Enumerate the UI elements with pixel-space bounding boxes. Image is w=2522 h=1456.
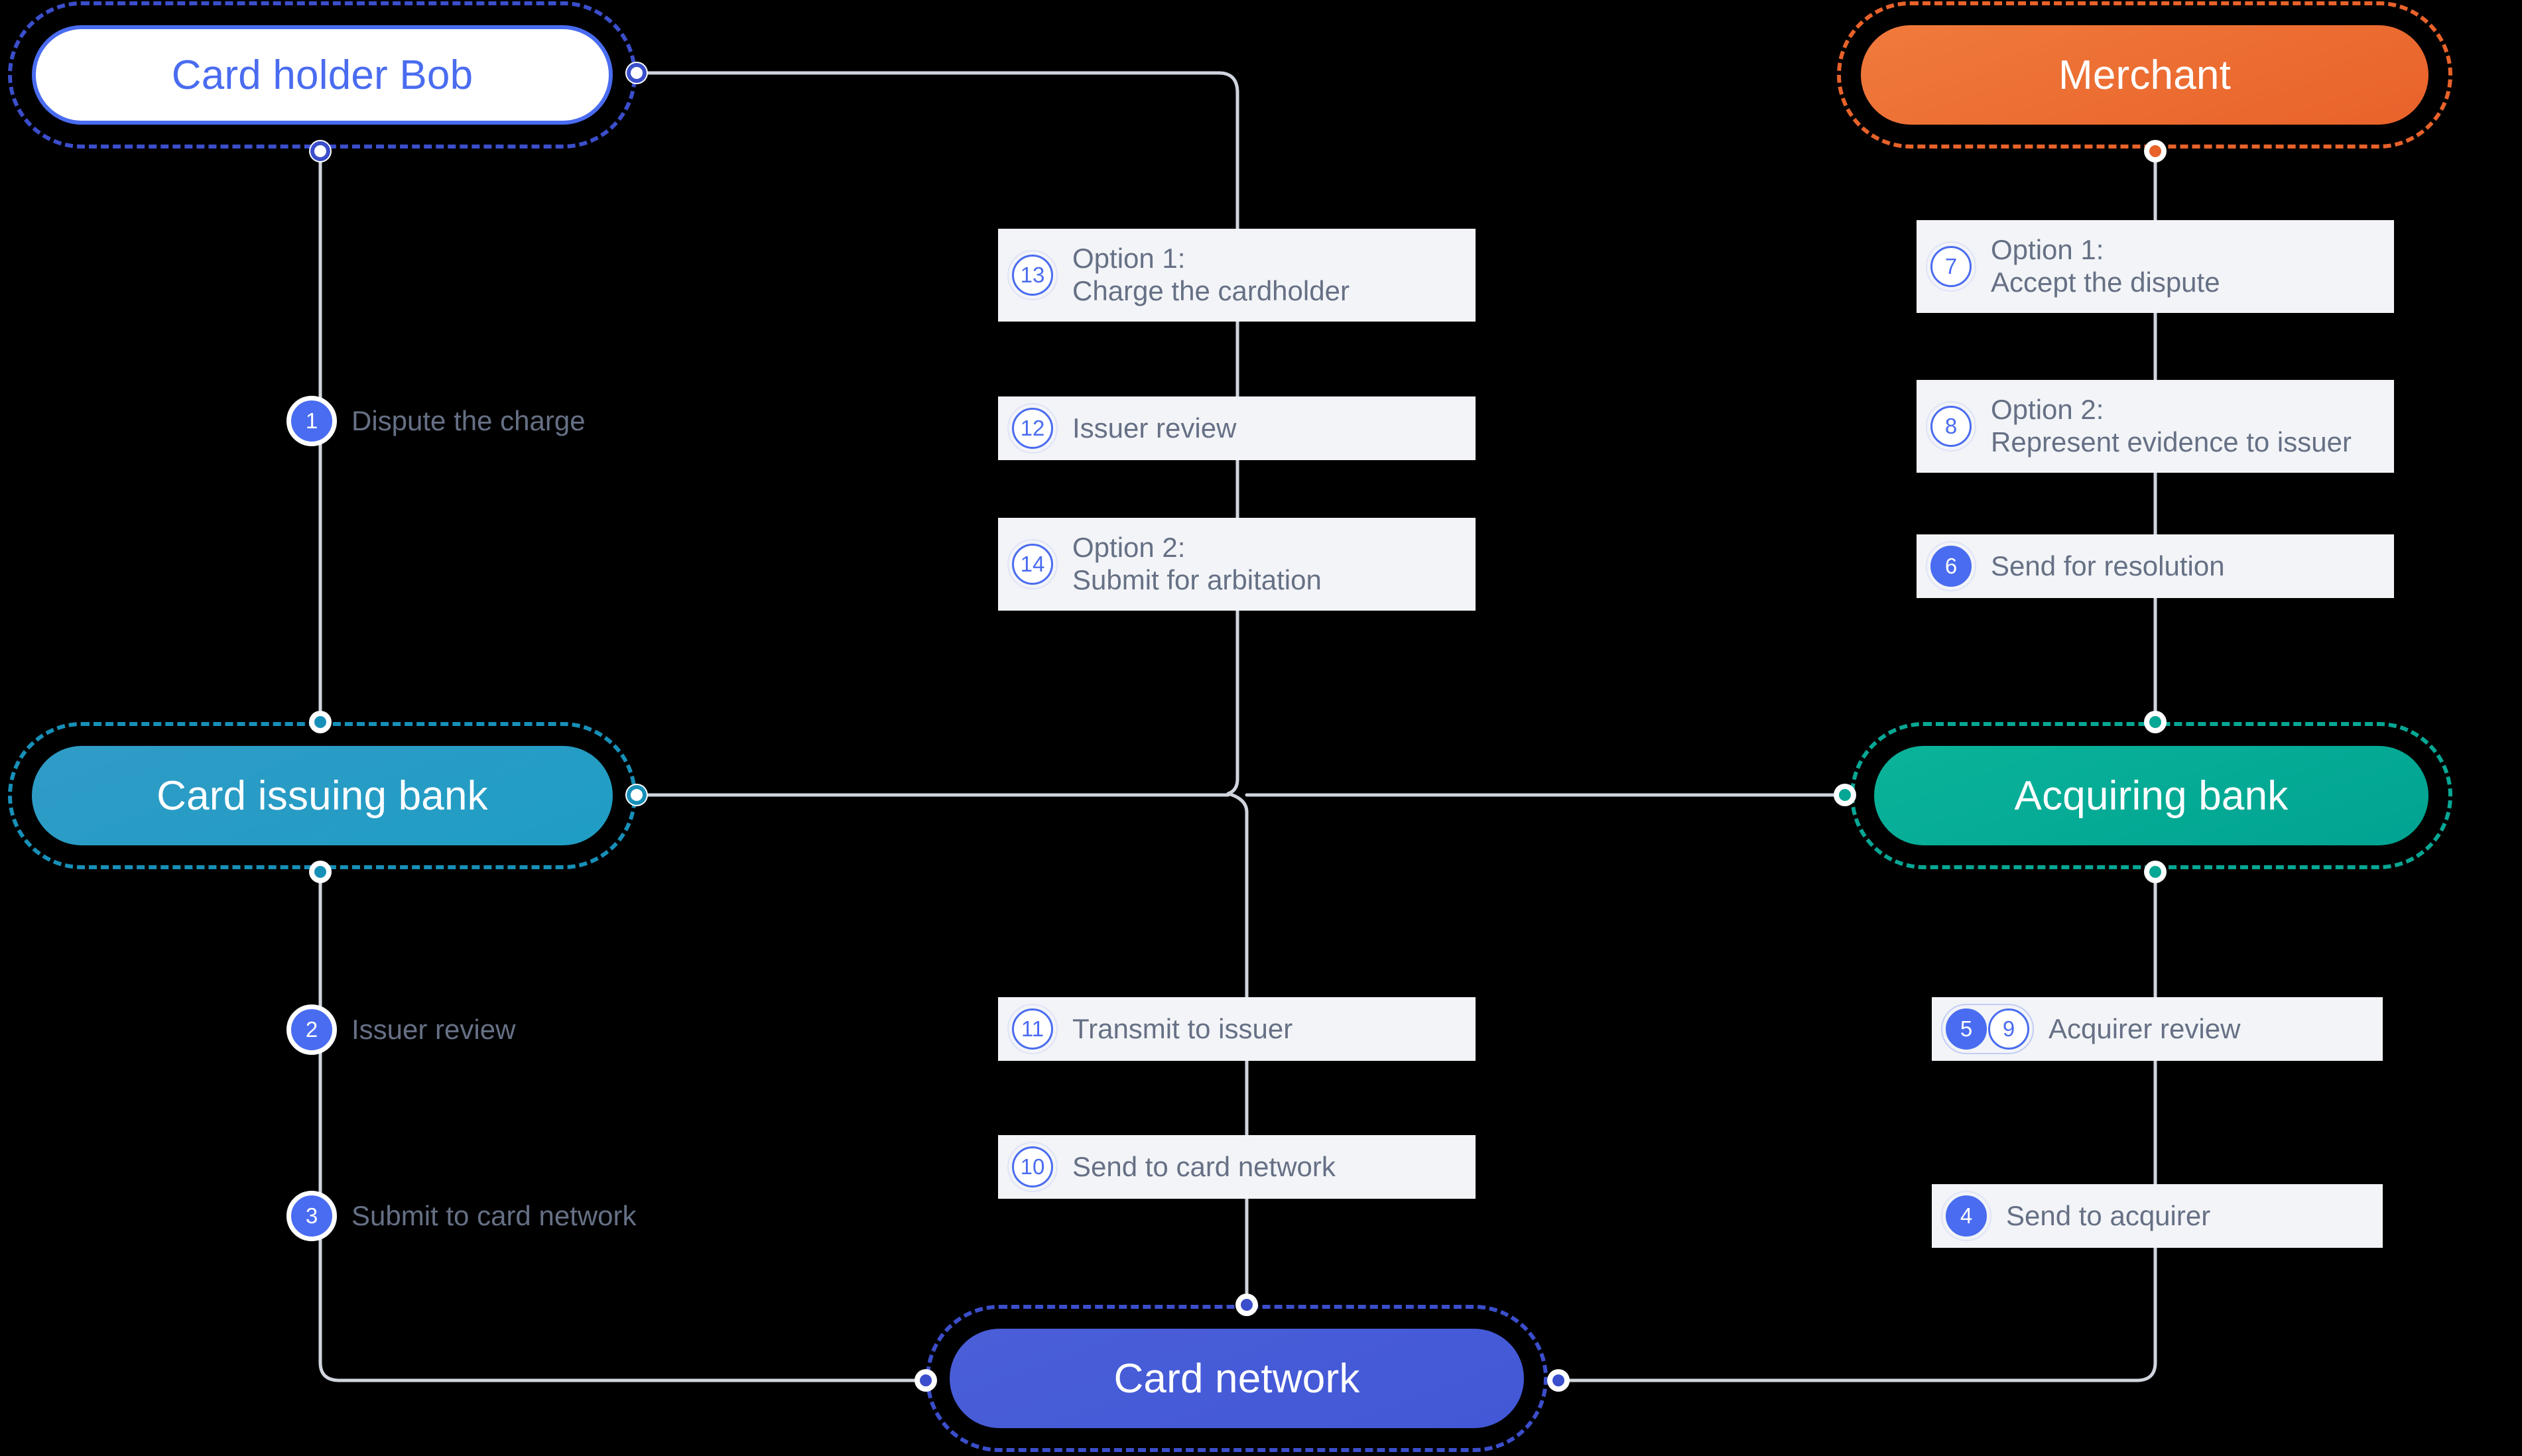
step-11-text: Transmit to issuer: [1072, 1013, 1306, 1046]
handle-acquiring-bank-left[interactable]: [1834, 784, 1856, 806]
badge-group-3: 3: [286, 1191, 337, 1241]
badge-4: 4: [1946, 1195, 1987, 1237]
handle-acquiring-bank-top[interactable]: [2144, 711, 2167, 733]
step-5-9-text: Acquirer review: [2049, 1013, 2253, 1046]
step-3-text: Submit to card network: [351, 1200, 650, 1233]
step-10-line-1: Send to card network: [1072, 1150, 1336, 1182]
badge-12: 12: [1012, 408, 1053, 449]
handle-acquiring-bank-bottom[interactable]: [2144, 861, 2167, 883]
step-12-text: Issuer review: [1072, 412, 1249, 445]
node-cardholder[interactable]: Card holder Bob: [32, 25, 613, 125]
step-4-text: Send to acquirer: [2006, 1200, 2224, 1233]
badge-group-14: 14: [1007, 539, 1058, 589]
badge-10: 10: [1012, 1146, 1053, 1187]
badge-group-8: 8: [1926, 401, 1976, 452]
edge-issuing-bank-to-card-network: [318, 870, 916, 1382]
node-merchant-label: Merchant: [2058, 52, 2232, 98]
step-4-line-1: Send to acquirer: [2006, 1199, 2211, 1231]
handle-issuing-bank-right[interactable]: [625, 784, 648, 806]
step-2-text: Issuer review: [351, 1014, 529, 1046]
badge-group-2: 2: [286, 1004, 337, 1055]
badge-group-7: 7: [1926, 241, 1976, 292]
step-label-13-charge-the-cardholder[interactable]: 13 Option 1: Charge the cardholder: [998, 229, 1476, 322]
step-2-line-1: Issuer review: [351, 1013, 516, 1045]
step-14-line-1: Option 2:: [1072, 532, 1186, 564]
handle-card-network-left[interactable]: [914, 1369, 937, 1392]
badge-group-13: 13: [1007, 250, 1058, 300]
badge-14: 14: [1012, 544, 1053, 585]
step-14-line-2: Submit for arbitation: [1072, 564, 1322, 595]
step-12-line-1: Issuer review: [1072, 412, 1237, 444]
badge-3: 3: [291, 1195, 332, 1237]
step-label-14-submit-for-arbitation[interactable]: 14 Option 2: Submit for arbitation: [998, 518, 1476, 611]
node-acquiring-bank[interactable]: Acquiring bank: [1874, 746, 2428, 845]
step-label-3-submit-to-card-network[interactable]: 3 Submit to card network: [277, 1184, 650, 1248]
badge-6: 6: [1930, 546, 1972, 587]
handle-merchant-bottom[interactable]: [2144, 140, 2167, 162]
step-label-7-accept-the-dispute[interactable]: 7 Option 1: Accept the dispute: [1917, 220, 2394, 313]
step-5-9-line-1: Acquirer review: [2049, 1012, 2241, 1044]
badge-11: 11: [1012, 1008, 1053, 1050]
handle-card-network-right[interactable]: [1547, 1369, 1570, 1392]
step-13-line-2: Charge the cardholder: [1072, 275, 1350, 306]
badge-group-1: 1: [286, 396, 337, 446]
node-acquiring-bank-label: Acquiring bank: [2014, 772, 2289, 819]
handle-issuing-bank-bottom[interactable]: [309, 861, 332, 883]
node-cardholder-label: Card holder Bob: [171, 52, 473, 98]
step-8-text: Option 2: Represent evidence to issuer: [1991, 394, 2365, 458]
handle-cardholder-bottom[interactable]: [309, 140, 332, 162]
node-issuing-bank[interactable]: Card issuing bank: [32, 746, 613, 845]
node-merchant[interactable]: Merchant: [1861, 25, 2428, 125]
badge-group-12: 12: [1007, 403, 1058, 454]
step-1-text: Dispute the charge: [351, 405, 599, 438]
step-6-text: Send for resolution: [1991, 550, 2238, 583]
step-label-4-send-to-acquirer[interactable]: 4 Send to acquirer: [1932, 1184, 2383, 1248]
badge-group-11: 11: [1007, 1004, 1058, 1054]
step-7-text: Option 1: Accept the dispute: [1991, 234, 2234, 298]
step-label-6-send-for-resolution-real[interactable]: 6 Send for resolution: [1917, 534, 2394, 598]
step-11-line-1: Transmit to issuer: [1072, 1012, 1293, 1044]
badge-1: 1: [291, 400, 332, 442]
badge-7: 7: [1930, 246, 1972, 287]
badge-5: 5: [1946, 1008, 1987, 1050]
handle-cardholder-right[interactable]: [625, 62, 648, 84]
step-label-2-issuer-review[interactable]: 2 Issuer review: [277, 998, 529, 1062]
badge-13: 13: [1012, 255, 1053, 296]
step-13-text: Option 1: Charge the cardholder: [1072, 243, 1363, 307]
step-6-line-1: Send for resolution: [1991, 550, 2225, 581]
step-1-line-1: Dispute the charge: [351, 404, 586, 436]
step-7-line-2: Accept the dispute: [1991, 267, 2220, 298]
step-label-8-represent-evidence-to-issuer[interactable]: 8 Option 2: Represent evidence to issuer: [1917, 380, 2394, 473]
node-card-network-label: Card network: [1113, 1355, 1360, 1402]
node-card-network[interactable]: Card network: [950, 1329, 1524, 1428]
node-issuing-bank-label: Card issuing bank: [157, 772, 488, 819]
step-label-10-send-to-card-network[interactable]: 10 Send to card network: [998, 1135, 1476, 1199]
step-13-line-1: Option 1:: [1072, 243, 1186, 274]
step-3-line-1: Submit to card network: [351, 1199, 637, 1231]
badge-group-10: 10: [1007, 1142, 1058, 1192]
badge-8: 8: [1930, 406, 1972, 447]
step-8-line-2: Represent evidence to issuer: [1991, 426, 2352, 457]
badge-9: 9: [1988, 1008, 2029, 1050]
step-7-line-1: Option 1:: [1991, 234, 2104, 266]
badge-group-6: 6: [1926, 541, 1976, 591]
handle-card-network-top[interactable]: [1235, 1294, 1258, 1316]
step-label-1-dispute-the-charge[interactable]: 1 Dispute the charge: [277, 389, 599, 453]
step-label-11-transmit-to-issuer[interactable]: 11 Transmit to issuer: [998, 997, 1476, 1061]
badge-group-4: 4: [1941, 1191, 1991, 1241]
step-label-5-9-acquirer-review[interactable]: 5 9 Acquirer review: [1932, 997, 2383, 1061]
step-14-text: Option 2: Submit for arbitation: [1072, 532, 1335, 596]
step-8-line-1: Option 2:: [1991, 394, 2104, 426]
edge-card-network-to-acquiring-bank: [1556, 870, 2157, 1382]
handle-issuing-bank-top[interactable]: [309, 711, 332, 733]
badge-group-5-9: 5 9: [1941, 1004, 2034, 1054]
step-label-12-issuer-review[interactable]: 12 Issuer review: [998, 396, 1476, 460]
step-10-text: Send to card network: [1072, 1151, 1349, 1183]
badge-2: 2: [291, 1009, 332, 1050]
